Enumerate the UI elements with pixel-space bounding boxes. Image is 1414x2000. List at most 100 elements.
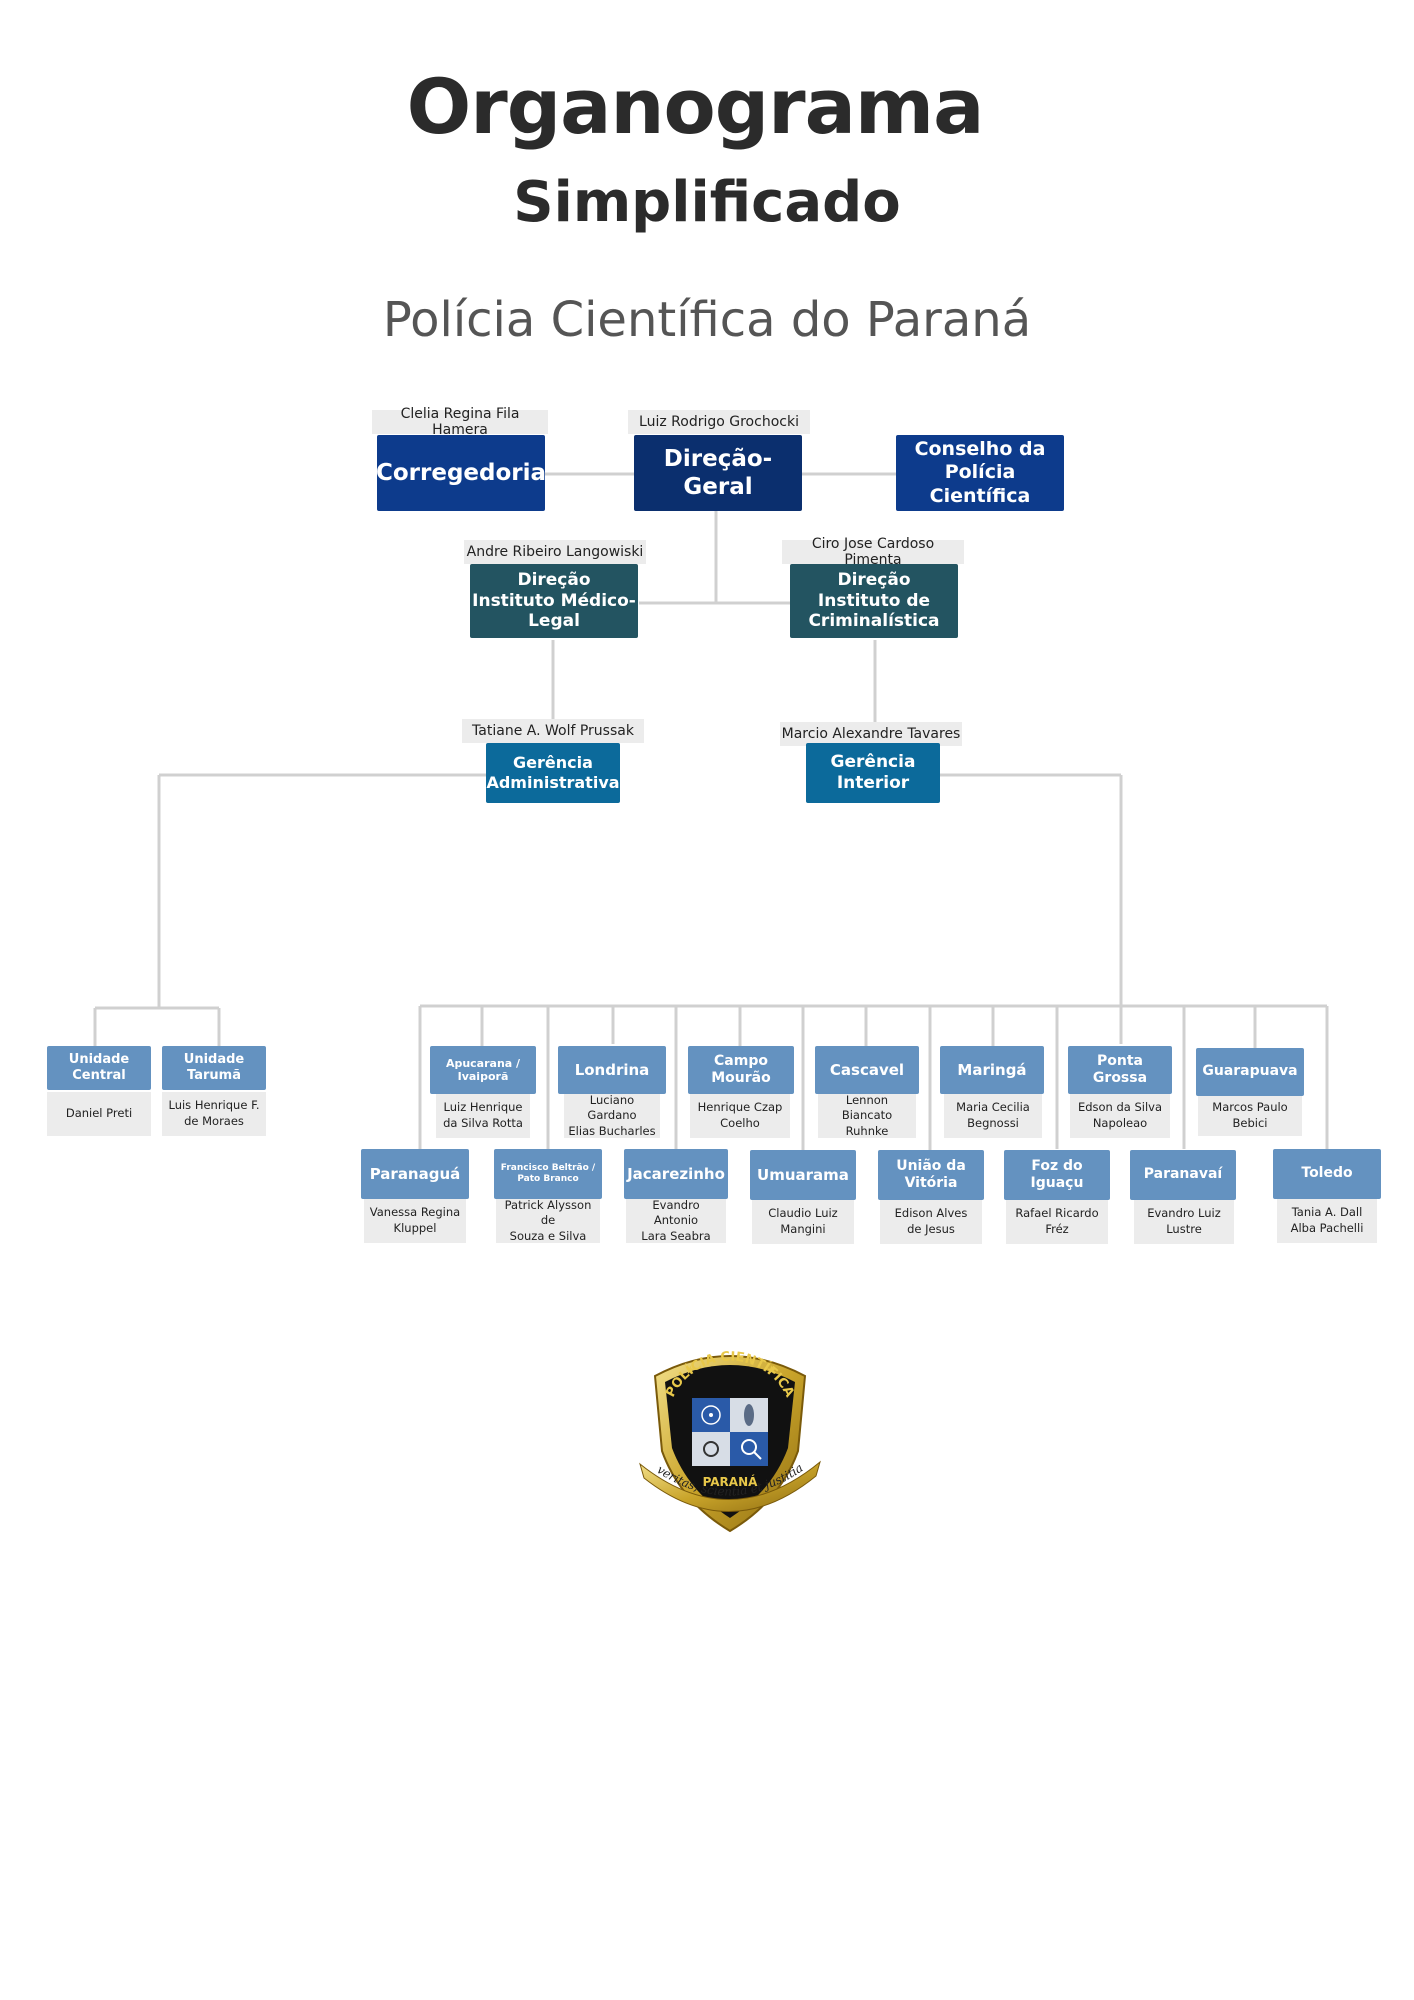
gerencia-administrativa-box: Gerência Administrativa <box>486 743 620 803</box>
iml-line3: Legal <box>528 611 580 632</box>
unit-8-person: Marcos Paulo Bebici <box>1198 1096 1302 1136</box>
page-title-line2: Simplificado <box>513 170 901 235</box>
unit-16-person-line1: Tania A. Dall <box>1291 1205 1363 1220</box>
unit-15-person-line2: Lustre <box>1166 1222 1202 1236</box>
ic-person: Ciro Jose Cardoso Pimenta <box>782 536 964 568</box>
badge-state-text: PARANÁ <box>703 1474 759 1489</box>
corregedoria-box: Corregedoria <box>376 435 546 511</box>
unit-12-person-line2: Mangini <box>780 1222 826 1236</box>
iml-line2: Instituto Médico- <box>472 590 636 611</box>
unit-10-person-line2: Souza e Silva <box>509 1228 587 1243</box>
unit-11-box: Jacarezinho <box>624 1149 728 1199</box>
unit-13-person-line2: de Jesus <box>907 1222 955 1236</box>
unit-3-box: Londrina <box>558 1046 666 1094</box>
admin-line2: Administrativa <box>486 773 620 792</box>
direcao-geral-box: Direção-Geral <box>634 435 802 511</box>
unit-4-label-line1: Campo <box>714 1052 768 1069</box>
unit-15-box: Paranavaí <box>1130 1150 1236 1200</box>
unit-9-label-line1: Paranaguá <box>369 1164 461 1183</box>
unit-1-person: Luis Henrique F.de Moraes <box>162 1092 266 1136</box>
unit-8-box: Guarapuava <box>1196 1048 1304 1096</box>
unit-10-label-line1: Francisco Beltrão / <box>500 1163 596 1174</box>
unit-11-person-line2: Lara Seabra <box>641 1228 711 1243</box>
unit-11-person-line1: Evandro Antonio <box>652 1197 700 1228</box>
unit-5-label-line1: Cascavel <box>829 1060 905 1079</box>
conselho-line2: Polícia Científica <box>929 461 1031 507</box>
unit-13-label-line2: Vitória <box>904 1175 958 1191</box>
unit-4-person-line1: Henrique Czap <box>697 1100 783 1115</box>
unit-8-label-line1: Guarapuava <box>1202 1063 1298 1080</box>
unit-0-person-line1: Daniel Preti <box>65 1106 133 1121</box>
interior-line1: Gerência <box>830 752 916 773</box>
unit-12-label-line1: Umuarama <box>757 1165 849 1184</box>
gerencia-interior-box: Gerência Interior <box>806 743 940 803</box>
unit-15-person-line1: Evandro Luiz <box>1147 1206 1221 1221</box>
ic-line1: Direção <box>837 569 911 590</box>
unit-3-person-line1: Luciano Gardano <box>587 1092 637 1123</box>
unit-7-person-line2: Napoleao <box>1092 1116 1148 1130</box>
unit-16-label-line1: Toledo <box>1301 1165 1353 1182</box>
unit-16-box: Toledo <box>1273 1149 1381 1199</box>
unit-14-label-line1: Foz do <box>1031 1157 1083 1174</box>
unit-3-label-line1: Londrina <box>574 1060 650 1079</box>
unit-16-person-line2: Alba Pachelli <box>1290 1221 1364 1235</box>
unit-2-box: Apucarana /Ivaiporã <box>430 1046 536 1094</box>
unit-12-box: Umuarama <box>750 1150 856 1200</box>
unit-13-person-line1: Edison Alves <box>894 1206 968 1221</box>
admin-line1: Gerência <box>513 753 593 773</box>
unit-3-person-line2: Elias Bucharles <box>568 1123 656 1138</box>
unit-0-label-line1: Unidade <box>68 1052 130 1068</box>
admin-person: Tatiane A. Wolf Prussak <box>462 719 644 743</box>
unit-14-label-line2: Iguaçu <box>1030 1175 1084 1191</box>
conselho-box: Conselho da Polícia Científica <box>896 435 1064 511</box>
unit-0-label-line2: Central <box>72 1068 126 1083</box>
unit-9-person-line1: Vanessa Regina <box>369 1205 461 1220</box>
svg-text:★: ★ <box>685 1363 696 1377</box>
unit-2-person-line2: da Silva Rotta <box>443 1116 523 1130</box>
unit-7-label-line1: Ponta <box>1097 1052 1143 1069</box>
unit-4-person-line2: Coelho <box>720 1116 760 1130</box>
page-subtitle: Polícia Científica do Paraná <box>382 292 1032 348</box>
unit-0-person: Daniel Preti <box>47 1092 151 1136</box>
unit-10-person-line1: Patrick Alysson de <box>504 1197 592 1228</box>
unit-2-label-line1: Apucarana / <box>445 1056 521 1070</box>
unit-14-person-line2: Fréz <box>1045 1222 1069 1236</box>
unit-6-label-line1: Maringá <box>957 1060 1027 1079</box>
unit-15-label-line1: Paranavaí <box>1143 1166 1223 1183</box>
unit-1-label-line2: Tarumã <box>187 1068 241 1083</box>
conselho-line1: Conselho da <box>914 438 1046 461</box>
unit-5-person-line2: Ruhnke <box>845 1123 889 1138</box>
ic-line2: Instituto de <box>817 590 931 611</box>
unit-10-box: Francisco Beltrão /Pato Branco <box>494 1149 602 1199</box>
unit-8-person-line1: Marcos Paulo Bebici <box>1212 1100 1288 1130</box>
page-title: Organograma <box>406 62 985 151</box>
unit-5-box: Cascavel <box>815 1046 919 1094</box>
unit-2-label-line2: Ivaiporã <box>457 1070 509 1083</box>
ic-line3: Criminalística <box>808 611 940 632</box>
interior-line2: Interior <box>836 773 910 793</box>
corregedoria-person: Clelia Regina Fila Hamera <box>372 406 548 438</box>
unit-6-box: Maringá <box>940 1046 1044 1094</box>
unit-11-label-line1: Jacarezinho <box>627 1164 725 1183</box>
unit-1-person-line2: de Moraes <box>184 1114 244 1128</box>
unit-12-person-line1: Claudio Luiz <box>768 1206 838 1221</box>
unit-7-label-line2: Grossa <box>1092 1070 1148 1086</box>
